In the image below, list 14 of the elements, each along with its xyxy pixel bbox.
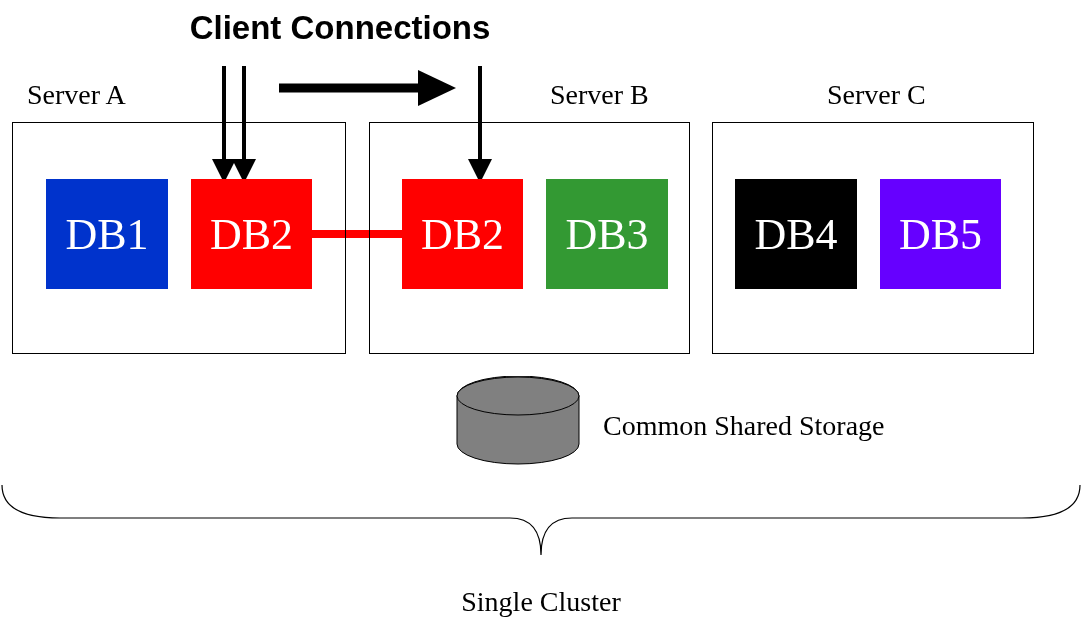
database-box: DB3 (546, 179, 668, 289)
database-box: DB1 (46, 179, 168, 289)
connector-line (312, 230, 402, 238)
database-box: DB2 (191, 179, 312, 289)
database-box: DB4 (735, 179, 857, 289)
storage-label: Common Shared Storage (603, 410, 885, 442)
cluster-label: Single Cluster (460, 586, 622, 618)
server-label: Server C (827, 79, 926, 111)
cylinder-symbol (455, 376, 581, 466)
server-label: Server B (550, 79, 649, 111)
server-label: Server A (27, 79, 126, 111)
database-box: DB2 (402, 179, 523, 289)
database-box: DB5 (880, 179, 1001, 289)
heading-text: Client Connections (170, 8, 510, 48)
